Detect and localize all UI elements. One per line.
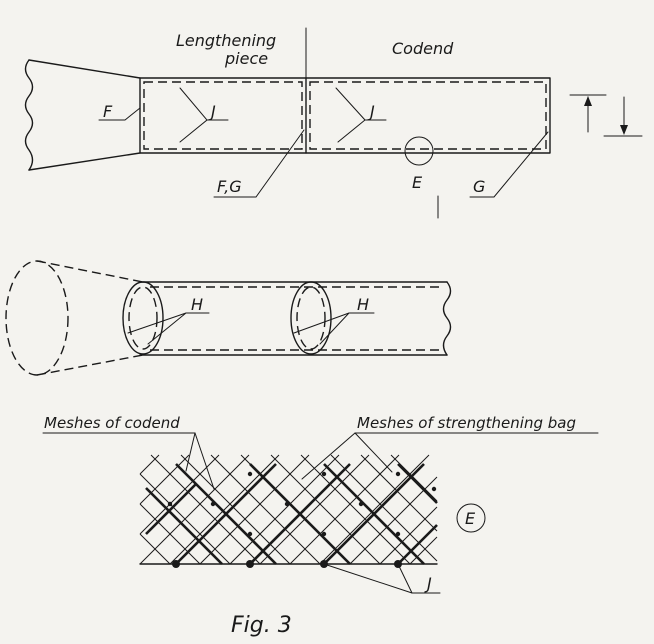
label-meshes-of-codend: Meshes of codend bbox=[44, 414, 180, 432]
lengthening-piece-lining bbox=[143, 81, 303, 150]
strengthening-mesh-leader bbox=[301, 432, 356, 480]
label-g: G bbox=[473, 177, 485, 196]
label-j-lengthening: J bbox=[208, 102, 216, 121]
label-j-codend: J bbox=[367, 102, 375, 121]
j-leader-lengthening bbox=[179, 87, 208, 143]
f-leader bbox=[98, 107, 141, 121]
label-h-second: H bbox=[357, 295, 369, 314]
ring-h-second-inner bbox=[296, 286, 326, 350]
label-fg: F,G bbox=[217, 177, 242, 196]
dashed-mouth bbox=[5, 260, 69, 376]
j-leader-codend bbox=[335, 87, 366, 143]
ring-h-first-outer bbox=[122, 281, 164, 355]
label-lengthening-line2: piece bbox=[224, 49, 268, 68]
g-leader bbox=[469, 131, 549, 198]
ring-h-first-inner bbox=[128, 286, 158, 350]
trawl-taper-top bbox=[28, 59, 141, 79]
trawl-taper-bottom bbox=[28, 152, 141, 171]
lengthening-and-codend-tube bbox=[139, 77, 551, 154]
label-e-detail: E bbox=[465, 509, 476, 528]
arrow-down-icon bbox=[620, 125, 628, 135]
thickness-arrows bbox=[569, 94, 643, 137]
detail-e-circle bbox=[404, 136, 434, 166]
label-e-ref: E bbox=[412, 173, 423, 192]
arrow-up-icon bbox=[584, 96, 592, 106]
knot-dot bbox=[172, 560, 180, 568]
top-trawl-view bbox=[24, 27, 551, 219]
detail-e-badge bbox=[456, 503, 486, 533]
label-lengthening-line1: Lengthening bbox=[176, 31, 276, 50]
wavy-cut-right bbox=[442, 281, 452, 356]
figure-caption: Fig. 3 bbox=[231, 613, 292, 638]
ring-h-second-outer bbox=[290, 281, 332, 355]
label-j-mesh: J bbox=[424, 574, 432, 593]
codend-mesh-leader bbox=[185, 432, 196, 472]
label-codend: Codend bbox=[392, 39, 454, 58]
fg-leader bbox=[213, 129, 305, 198]
mesh-detail bbox=[139, 432, 441, 594]
wavy-cut-edge bbox=[24, 59, 34, 171]
knot-dot bbox=[246, 560, 254, 568]
perspective-tube-view bbox=[5, 260, 452, 376]
label-h-first: H bbox=[191, 295, 203, 314]
label-meshes-of-strengthening-bag: Meshes of strengthening bag bbox=[357, 414, 576, 432]
codend-lining bbox=[309, 81, 547, 150]
label-f: F bbox=[103, 102, 113, 121]
